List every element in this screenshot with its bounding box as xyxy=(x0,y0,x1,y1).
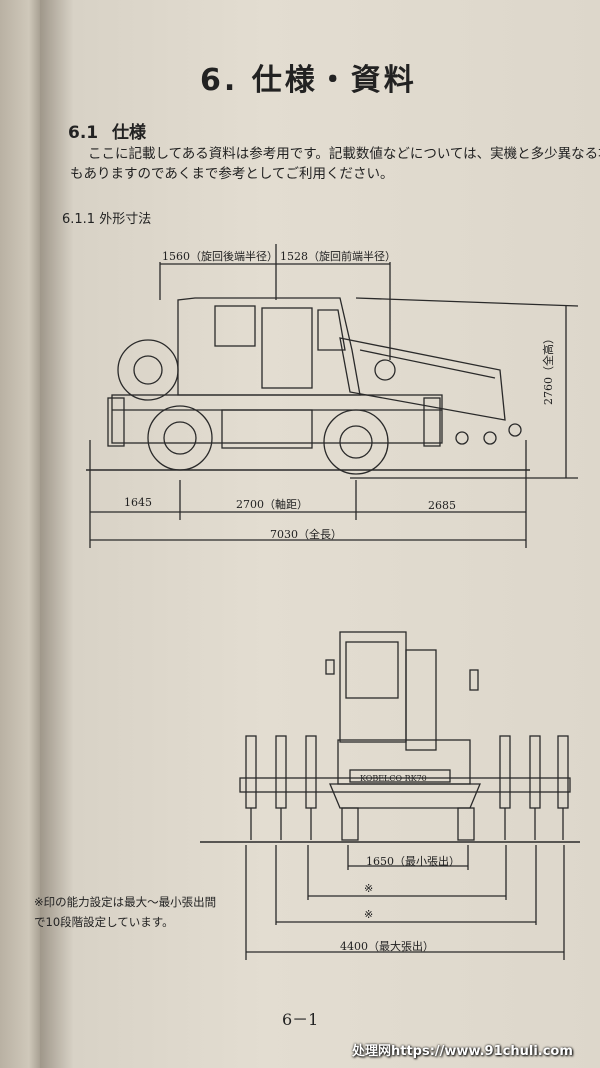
paragraph-line-2: もありますのであくまで参考としてご利用ください。 xyxy=(70,166,394,182)
watermark-text: 处理网https://www.91chuli.com xyxy=(352,1044,573,1059)
front-slew-radius-label: 1528（旋回前端半径） xyxy=(280,250,396,263)
section-number: 6.1 xyxy=(68,123,99,143)
manual-page xyxy=(40,0,600,1068)
section-heading: 6.1 仕様 xyxy=(68,118,146,143)
min-extension-label: 1650（最小張出） xyxy=(366,855,460,868)
front-overhang-label: 2685 xyxy=(428,499,456,512)
mid-extension-mark-2: ※ xyxy=(364,908,374,921)
max-extension-label: 4400（最大張出） xyxy=(340,940,434,953)
mid-extension-mark-1: ※ xyxy=(364,882,374,895)
brand-plate: KOBELCO RK70 xyxy=(360,774,427,783)
rear-slew-radius-label: 1560（旋回後端半径） xyxy=(162,250,278,263)
page-number: 6－1 xyxy=(282,1010,319,1029)
wheelbase-label: 2700（軸距） xyxy=(236,498,308,511)
paragraph-line-1: ここに記載してある資料は参考用です。記載数値などについては、実機と多少異なる場合 xyxy=(88,146,600,162)
rear-overhang-label: 1645 xyxy=(124,496,152,509)
section-title: 仕様 xyxy=(112,123,147,143)
total-height-label: 2760（全高） xyxy=(542,333,555,405)
chapter-title: 6. 仕様・資料 xyxy=(200,63,417,98)
subsection-heading: 6.1.1 外形寸法 xyxy=(62,212,152,227)
total-length-label: 7030（全長） xyxy=(270,528,342,541)
capacity-note: ※印の能力設定は最大〜最小張出間で10段階設定しています。 xyxy=(34,895,217,929)
